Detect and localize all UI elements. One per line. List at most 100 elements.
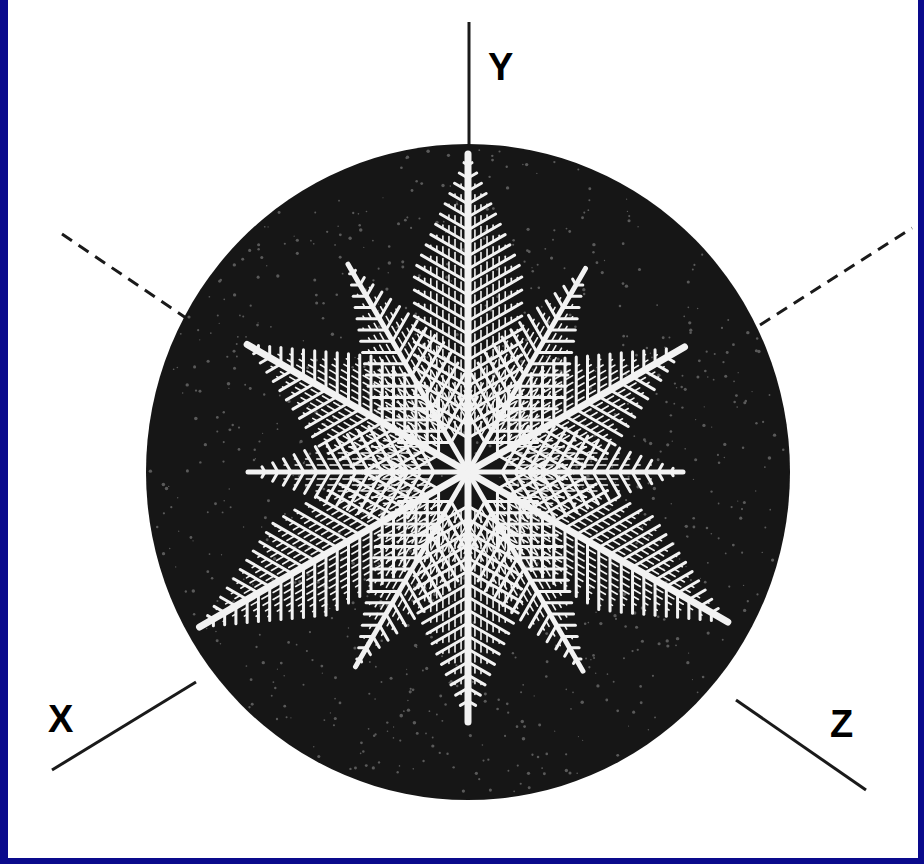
- speckle-dot: [338, 200, 340, 202]
- dendrite-branch: [243, 572, 245, 573]
- speckle-dot: [284, 513, 286, 515]
- speckle-dot: [410, 688, 412, 690]
- dendrite-branch: [468, 255, 515, 282]
- speckle-dot: [228, 388, 229, 389]
- speckle-dot: [586, 474, 589, 477]
- speckle-dot: [406, 217, 408, 219]
- speckle-dot: [635, 626, 638, 629]
- dendrite-branch: [414, 316, 468, 347]
- dendrite-branch: [696, 596, 700, 598]
- dendrite-branch: [474, 692, 476, 695]
- dendrite-branch: [685, 589, 691, 592]
- dendrite-branch: [260, 573, 268, 578]
- speckle-dot: [553, 161, 555, 163]
- speckle-dot: [684, 448, 686, 450]
- dendrite-branch: [621, 576, 629, 581]
- dendrite-branch: [266, 576, 274, 581]
- dendrite-branch: [565, 497, 619, 528]
- speckle-dot: [610, 508, 612, 510]
- speckle-dot: [216, 600, 218, 602]
- dendrite-branch: [498, 615, 500, 622]
- dendrite-branch: [451, 675, 468, 685]
- speckle-dot: [197, 329, 199, 331]
- dendrite-branch: [492, 311, 494, 320]
- speckle-dot: [405, 157, 407, 159]
- picture-ground: [8, 0, 918, 858]
- speckle-dot: [390, 677, 393, 680]
- dendrite-branch: [666, 602, 671, 605]
- dendrite-branch: [448, 249, 450, 258]
- speckle-dot: [193, 613, 196, 616]
- speckle-dot: [358, 213, 360, 215]
- speckle-dot: [219, 323, 220, 324]
- speckle-dot: [335, 293, 338, 296]
- dendrite-branch: [678, 581, 699, 593]
- dendrite-branch: [633, 582, 641, 587]
- dendrite-branch: [363, 543, 371, 548]
- speckle-dot: [369, 661, 371, 663]
- dendrite-branch: [338, 514, 346, 519]
- dendrite-branch: [460, 386, 462, 395]
- speckle-dot: [339, 702, 342, 705]
- speckle-dot: [647, 482, 649, 484]
- dendrite-branch: [588, 584, 595, 588]
- dendrite-branch: [418, 369, 420, 371]
- dendrite-branch: [576, 578, 583, 582]
- dendrite-branch: [430, 632, 432, 634]
- speckle-dot: [186, 383, 189, 386]
- speckle-dot: [182, 392, 184, 394]
- speckle-dot: [360, 753, 362, 755]
- dendrite-branch: [644, 589, 652, 594]
- dendrite-branch: [335, 605, 337, 606]
- speckle-dot: [564, 267, 566, 269]
- dendrite-branch: [480, 605, 482, 614]
- speckle-dot: [322, 317, 325, 320]
- speckle-dot: [685, 566, 686, 567]
- speckle-dot: [244, 384, 246, 386]
- dendrite-branch: [621, 583, 629, 588]
- speckle-dot: [472, 681, 474, 683]
- dendrite-branch: [576, 557, 584, 562]
- speckle-dot: [320, 665, 323, 668]
- dendrite-branch: [619, 523, 627, 528]
- speckle-dot: [296, 252, 299, 255]
- dendrite-branch: [492, 247, 494, 255]
- speckle-dot: [482, 744, 484, 746]
- speckle-dot: [263, 393, 265, 395]
- dendrite-branch: [448, 204, 450, 206]
- dendrite-branch: [414, 277, 468, 308]
- dendrite-branch: [460, 308, 462, 317]
- dendrite-branch: [589, 527, 597, 532]
- speckle-dot: [595, 672, 597, 674]
- speckle-dot: [393, 737, 395, 739]
- speckle-dot: [668, 337, 670, 339]
- speckle-dot: [374, 698, 376, 700]
- dendrite-branch: [610, 597, 615, 600]
- dendrite-branch: [474, 575, 476, 584]
- speckle-dot: [407, 553, 409, 555]
- dendrite-branch: [486, 249, 488, 258]
- dendrite-branch: [233, 614, 236, 616]
- speckle-dot: [317, 755, 320, 758]
- dendrite-branch: [329, 556, 337, 561]
- speckle-dot: [257, 322, 258, 323]
- speckle-dot: [582, 487, 584, 489]
- speckle-dot: [178, 531, 179, 532]
- dendrite-branch: [504, 331, 506, 339]
- speckle-dot: [569, 313, 572, 316]
- dendrite-branch: [352, 543, 360, 548]
- dendrite-branch: [655, 602, 660, 605]
- dendrite-branch: [454, 331, 456, 340]
- dendrite-branch: [286, 519, 288, 520]
- speckle-dot: [207, 511, 209, 513]
- speckle-dot: [407, 708, 410, 711]
- dendrite-branch: [448, 608, 450, 617]
- dendrite-branch: [680, 566, 682, 567]
- speckle-dot: [615, 482, 616, 483]
- speckle-dot: [296, 644, 298, 646]
- speckle-dot: [214, 502, 217, 505]
- dendrite-branch: [352, 571, 360, 576]
- dendrite-branch: [448, 215, 450, 219]
- dendrite-branch: [454, 683, 456, 685]
- speckle-dot: [504, 735, 506, 737]
